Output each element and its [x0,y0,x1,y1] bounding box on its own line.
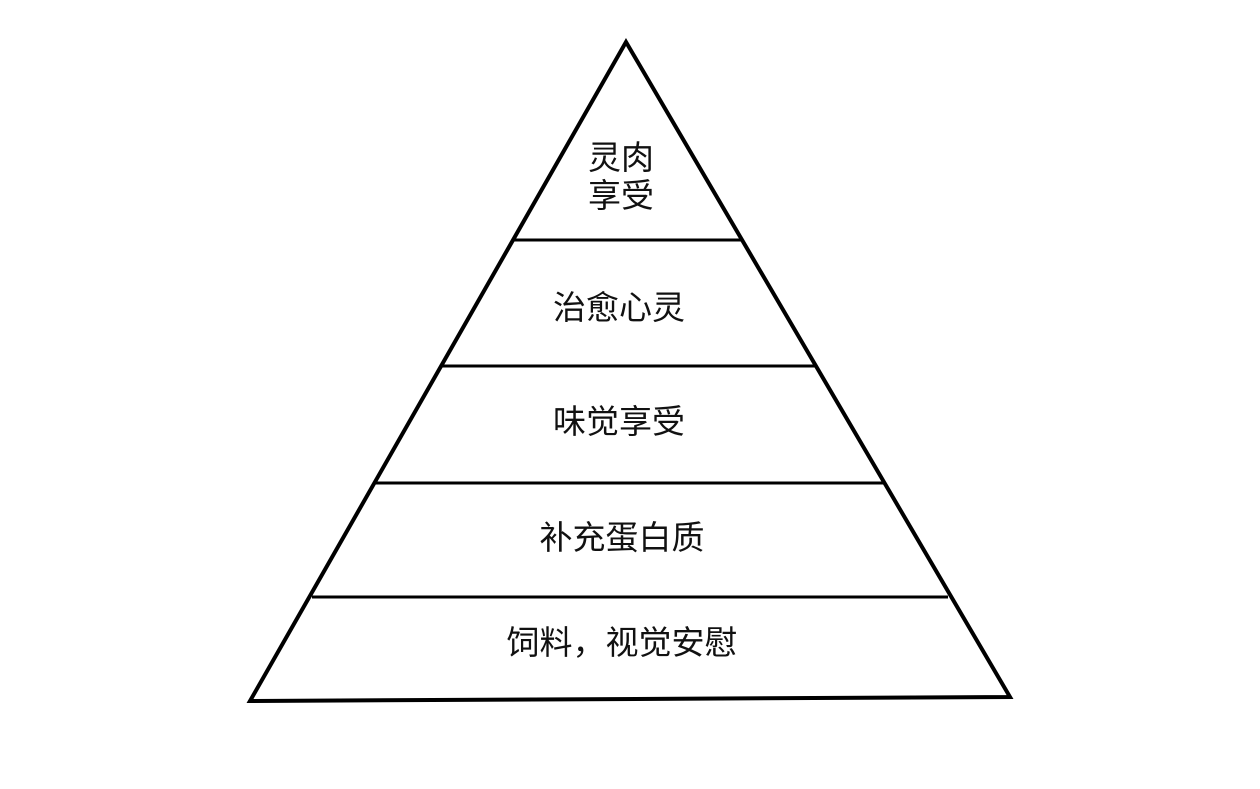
tier-1-label-line-2: 享受 [588,176,654,215]
pyramid-outline [246,38,1014,704]
tier-5-label: 饲料，视觉安慰 [507,623,738,662]
tier-4-label: 补充蛋白质 [540,518,705,557]
tier-3-label: 味觉享受 [553,402,685,441]
tier-1-label-line-1: 灵肉 [588,138,654,177]
tier-2-label: 治愈心灵 [553,288,685,327]
